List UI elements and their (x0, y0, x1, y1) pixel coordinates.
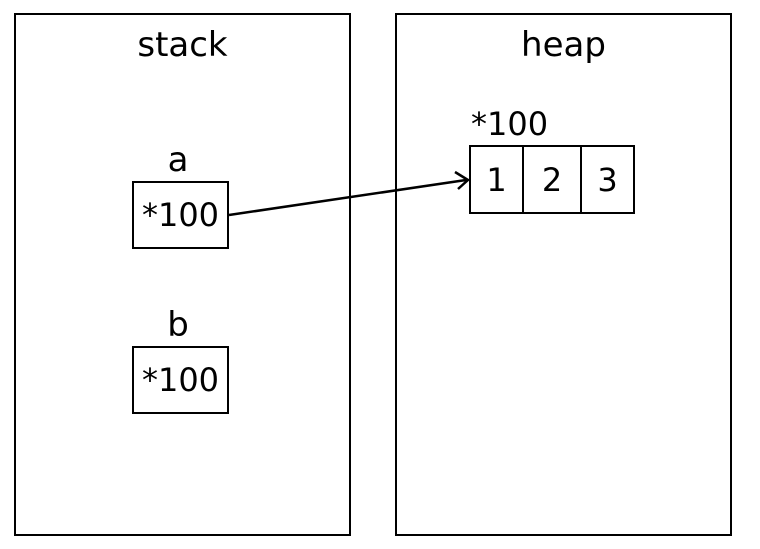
variable-b-value: *100 (141, 361, 220, 399)
variable-b-name: b (167, 305, 189, 345)
stack-title: stack (137, 25, 228, 65)
variable-a-name: a (167, 140, 189, 180)
heap-address-label: *100 (471, 105, 549, 143)
variable-a-value: *100 (141, 196, 220, 234)
heap-array-cell: 3 (580, 145, 635, 214)
heap-panel: heap (395, 13, 732, 536)
stack-panel: stack (14, 13, 351, 536)
heap-array-cell: 2 (522, 145, 582, 214)
variable-b-box: *100 (132, 346, 229, 414)
heap-array-cell: 1 (469, 145, 524, 214)
heap-title: heap (521, 25, 606, 65)
variable-a-box: *100 (132, 181, 229, 249)
